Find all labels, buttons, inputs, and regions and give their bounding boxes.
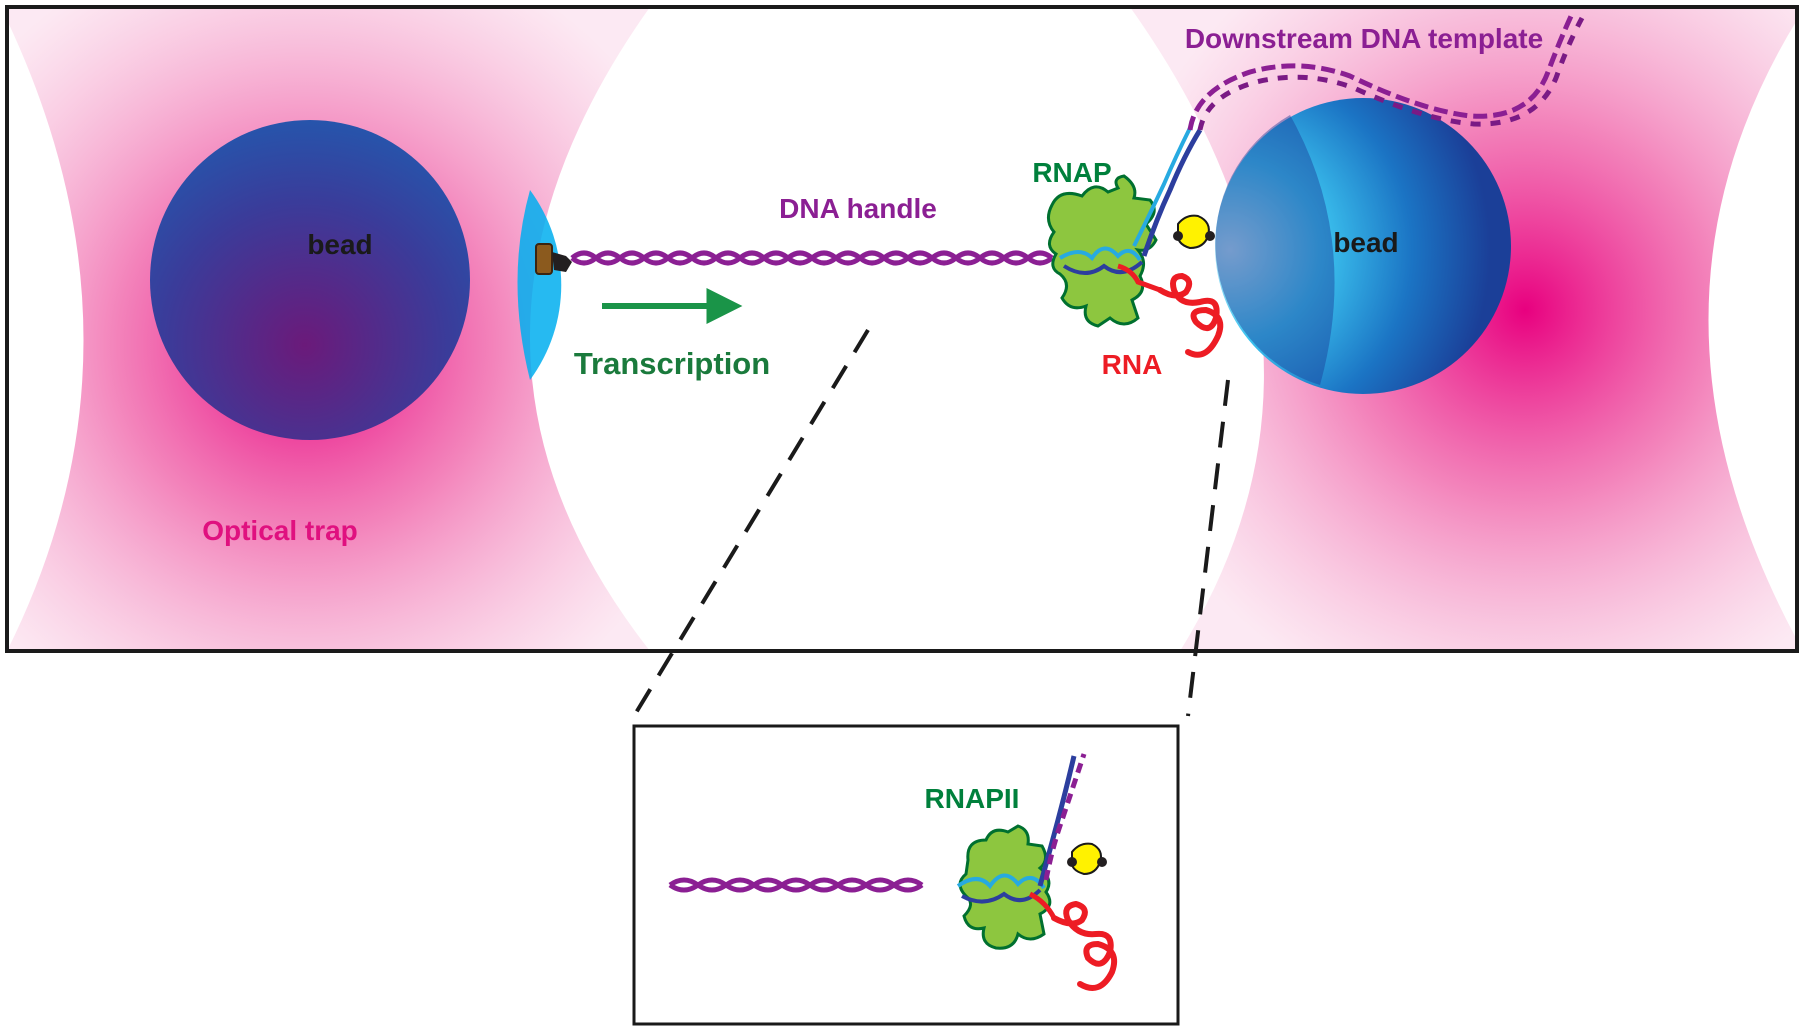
zoom-line-left xyxy=(632,328,870,718)
inset-frame xyxy=(632,724,1180,1026)
fluorophore-icon xyxy=(1173,214,1215,250)
right-bead-overlap xyxy=(1215,115,1335,385)
right-bead xyxy=(1215,98,1511,394)
rnap-label: RNAP xyxy=(1032,157,1111,188)
main-frame xyxy=(5,5,1799,653)
optical-trap-label: Optical trap xyxy=(202,515,358,546)
downstream-dna-template xyxy=(1187,12,1585,131)
biotin-linker-icon xyxy=(535,243,572,275)
left-bead xyxy=(150,120,470,440)
left-bead-overlap xyxy=(517,190,562,380)
inset-rnap-complex xyxy=(956,753,1118,991)
left-bead-label: bead xyxy=(307,229,372,260)
inset-rnap-label: RNAPII xyxy=(925,783,1020,814)
rna-label: RNA xyxy=(1102,349,1163,380)
main-panel xyxy=(7,7,1797,651)
right-bead-label: bead xyxy=(1333,227,1398,258)
dna-handle-label: DNA handle xyxy=(779,193,937,224)
inset-dna-handle xyxy=(668,877,924,893)
downstream-template-label: Downstream DNA template xyxy=(1185,23,1543,54)
inset-fluorophore-icon xyxy=(1067,842,1107,876)
rna-transcript xyxy=(1157,272,1224,358)
dna-handle xyxy=(570,250,1054,266)
rnap-complex xyxy=(1047,127,1203,328)
transcription-label: Transcription xyxy=(574,346,770,381)
zoom-line-right xyxy=(1186,379,1230,717)
